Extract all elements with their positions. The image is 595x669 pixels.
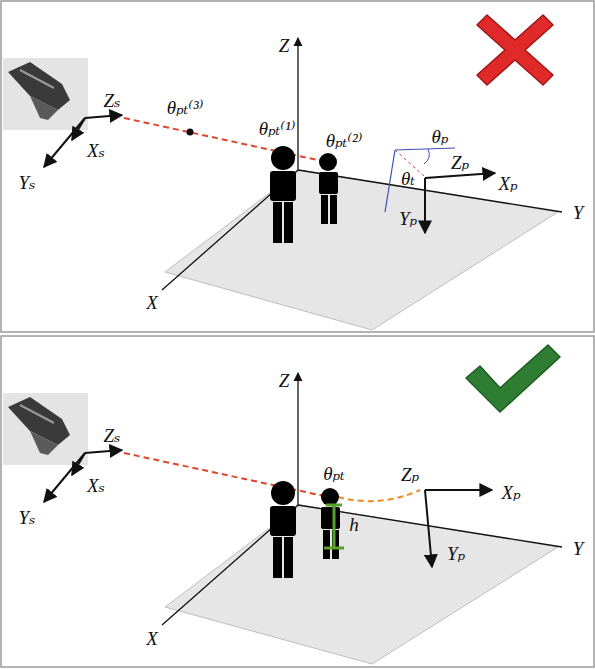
person-head	[321, 488, 339, 506]
angle-arc	[424, 149, 429, 164]
cross-mark	[477, 15, 553, 85]
person-torso	[321, 507, 340, 529]
person-leg	[330, 195, 337, 224]
axis-label: Xₚ	[501, 483, 520, 502]
bracket-cap	[324, 547, 344, 550]
axis-line	[162, 505, 298, 625]
floor-plane	[165, 505, 558, 664]
camera-cable	[20, 405, 54, 423]
ray-curve	[338, 490, 420, 501]
person-leg	[273, 202, 282, 243]
axis-arrow	[44, 453, 85, 502]
axis-label: Xₛ	[87, 141, 105, 160]
camera-photo-bg	[3, 393, 88, 465]
axis-arrow	[425, 173, 495, 178]
person-leg	[284, 537, 293, 578]
axis-arrow	[425, 490, 432, 567]
axis-arrow	[425, 489, 492, 491]
panel-frame	[1, 1, 594, 332]
pan-tilt-angles	[385, 148, 455, 212]
axis-line	[162, 170, 298, 290]
camera-cable	[20, 70, 54, 88]
world-axes	[162, 38, 562, 290]
person-torso	[270, 506, 296, 536]
person-head	[319, 153, 337, 171]
camera-photo-bg	[3, 58, 88, 130]
axis-arrow	[297, 38, 298, 170]
axis-label: Yₚ	[447, 544, 465, 563]
axis-label: Yₛ	[19, 508, 36, 527]
ptz-axes	[425, 173, 495, 233]
axis-label: θₚₜ⁽²⁾	[326, 131, 363, 150]
bracket-cap	[326, 504, 342, 507]
axis-label: X	[146, 629, 158, 648]
ray-point	[187, 129, 194, 136]
axis-arrow	[424, 178, 426, 233]
axis-label: Xₚ	[498, 174, 517, 193]
check-mark	[466, 345, 560, 412]
axis-label: θₚ	[432, 127, 449, 146]
axis-label: θₚₜ⁽³⁾	[167, 98, 204, 117]
sensor-axes	[44, 115, 122, 167]
axis-label: Yₚ	[399, 209, 417, 228]
person-large	[270, 146, 296, 243]
axis-label: Zₚ	[401, 465, 419, 484]
axis-label: X	[146, 293, 158, 312]
person-leg	[323, 530, 330, 559]
axis-label: Xₛ	[87, 476, 105, 495]
cross-symbol	[477, 15, 553, 85]
sensor-axes	[44, 450, 122, 502]
axis-label: Zₚ	[451, 153, 469, 172]
axis-label: h	[349, 515, 359, 534]
axis-label: Y	[573, 539, 584, 558]
axis-label: Y	[573, 203, 584, 222]
person-head	[271, 481, 295, 505]
axis-label: θₜ	[401, 169, 415, 188]
axis-arrow	[85, 115, 122, 118]
axis-arrow	[297, 373, 298, 505]
axis-line	[298, 170, 562, 212]
axis-arrow	[44, 118, 85, 167]
person-leg	[284, 202, 293, 243]
height-bracket	[324, 505, 344, 548]
axis-label: Z	[279, 371, 290, 390]
check-symbol	[466, 345, 560, 412]
person-head	[271, 146, 295, 170]
person-leg	[273, 537, 282, 578]
camera-mount	[30, 96, 58, 120]
camera-photo	[3, 393, 88, 465]
axis-label: Zₛ	[104, 426, 121, 445]
axis-label: θₚₜ⁽¹⁾	[259, 119, 296, 138]
axis-label: Z	[279, 36, 290, 55]
person-torso	[319, 172, 338, 194]
angle-line	[385, 150, 395, 212]
axis-label: Yₛ	[19, 173, 36, 192]
camera-mount	[30, 431, 58, 455]
person-small	[319, 153, 338, 224]
panel-frame	[1, 336, 594, 667]
person-large	[270, 481, 296, 578]
floor-plane	[165, 170, 558, 330]
camera-photo	[3, 58, 88, 130]
person-leg	[321, 195, 328, 224]
person-torso	[270, 171, 296, 201]
angle-line	[395, 148, 455, 150]
axis-label: θₚₜ	[323, 464, 345, 483]
axis-arrow	[85, 450, 122, 453]
ptz-axes	[425, 490, 492, 567]
axis-label: Zₛ	[104, 91, 121, 110]
bracket-line	[333, 505, 336, 548]
